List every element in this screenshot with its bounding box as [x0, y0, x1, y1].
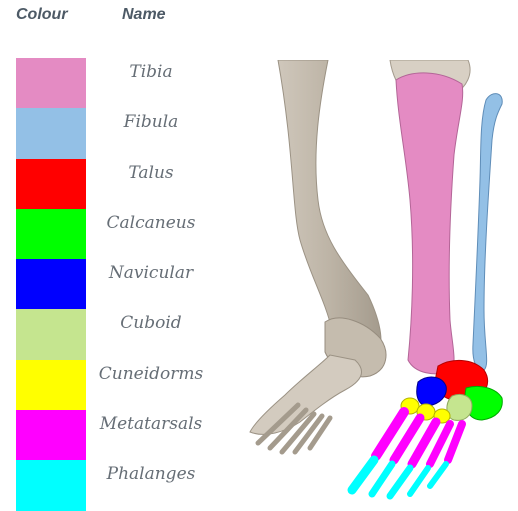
- cuboid-label: Cuboid: [86, 309, 216, 349]
- legend-row-fibula: Fibula: [16, 108, 216, 158]
- phalanx-bone-3: [390, 468, 410, 496]
- phalanges-label: Phalanges: [86, 460, 216, 500]
- talus-swatch: [16, 159, 86, 209]
- tibia-label: Tibia: [86, 58, 216, 98]
- cuboid-bone: [447, 394, 472, 420]
- metatarsals-swatch: [16, 410, 86, 460]
- legend-row-phalanges: Phalanges: [16, 460, 216, 510]
- cuboid-swatch: [16, 309, 86, 359]
- cuneidorms-label: Cuneidorms: [86, 360, 216, 400]
- navicular-label: Navicular: [86, 259, 216, 299]
- legend-row-talus: Talus: [16, 159, 216, 209]
- fibula-label: Fibula: [86, 108, 216, 148]
- plain-leg-group: [250, 60, 386, 452]
- phalanx-bone-4: [410, 468, 428, 494]
- fibula-swatch: [16, 108, 86, 158]
- calcaneus-swatch: [16, 209, 86, 259]
- legend-row-navicular: Navicular: [16, 259, 216, 309]
- colored-leg-group: [352, 60, 502, 496]
- legend-row-tibia: Tibia: [16, 58, 216, 108]
- legend: Tibia Fibula Talus Calcaneus Navicular C…: [16, 58, 216, 511]
- tibia-swatch: [16, 58, 86, 108]
- legend-row-calcaneus: Calcaneus: [16, 209, 216, 259]
- legend-row-cuboid: Cuboid: [16, 309, 216, 359]
- phalanx-bone-5: [430, 464, 446, 486]
- tibia-bone: [396, 73, 463, 374]
- legend-row-cuneidorms: Cuneidorms: [16, 360, 216, 410]
- fibula-bone: [473, 94, 502, 371]
- talus-label: Talus: [86, 159, 216, 199]
- cuneidorms-swatch: [16, 360, 86, 410]
- calcaneus-label: Calcaneus: [86, 209, 216, 249]
- phalanx-bone-1: [352, 460, 374, 490]
- lower-leg-foot-bones-illustration: [240, 60, 518, 508]
- plain-tibia-shaft: [278, 60, 381, 363]
- navicular-swatch: [16, 259, 86, 309]
- metatarsals-label: Metatarsals: [86, 410, 216, 450]
- legend-row-metatarsals: Metatarsals: [16, 410, 216, 460]
- colour-header: Colour: [16, 6, 68, 24]
- navicular-bone: [417, 377, 447, 406]
- phalanges-swatch: [16, 460, 86, 510]
- phalanx-bone-2: [372, 464, 392, 494]
- name-header: Name: [122, 6, 166, 24]
